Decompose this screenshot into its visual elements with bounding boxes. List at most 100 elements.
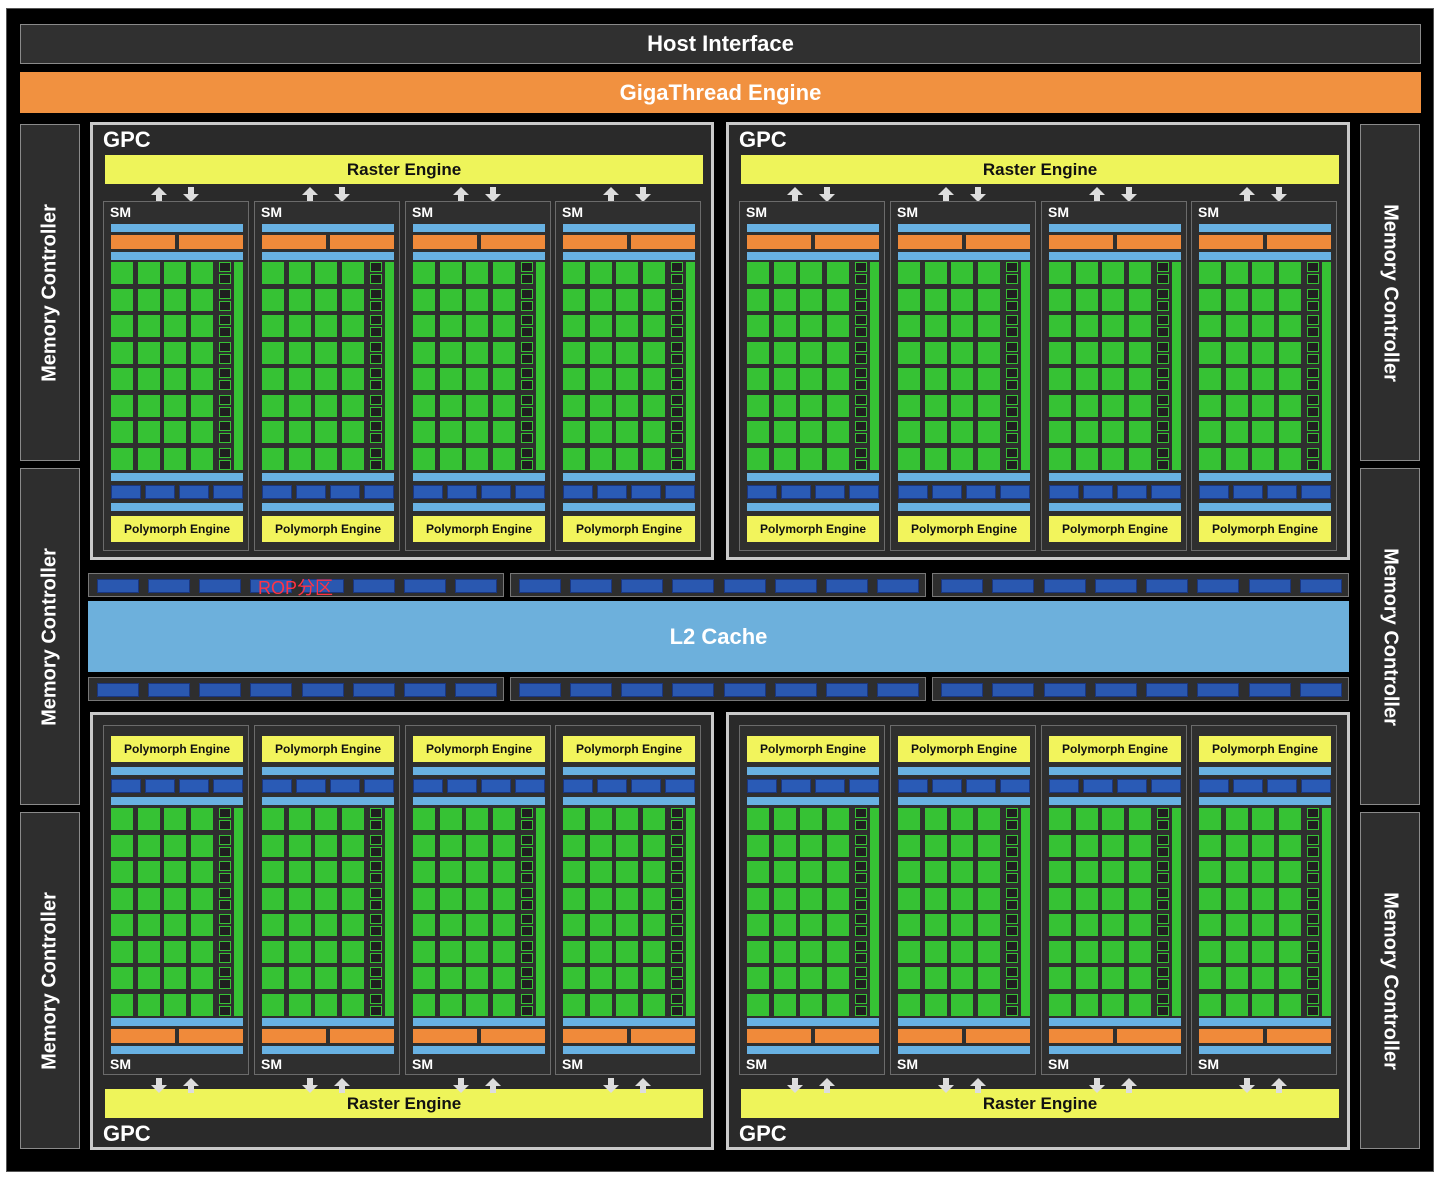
cuda-core	[262, 288, 284, 311]
load-store-unit	[370, 952, 382, 963]
texture-unit-row	[262, 485, 394, 499]
load-store-unit	[370, 380, 382, 390]
polymorph-engine: Polymorph Engine	[747, 736, 879, 762]
cuda-core	[924, 940, 947, 963]
load-store-unit	[521, 421, 533, 431]
cuda-core	[262, 808, 284, 830]
cuda-core	[773, 993, 796, 1016]
cuda-core	[111, 808, 133, 830]
warp-scheduler-row	[413, 1029, 545, 1043]
interconnect-bar	[1049, 797, 1181, 805]
load-store-unit	[671, 820, 683, 830]
cuda-core	[288, 993, 311, 1016]
load-store-unit	[370, 834, 382, 845]
gigathread-engine: GigaThread Engine	[20, 72, 1421, 113]
cuda-core	[800, 967, 822, 989]
cuda-core	[1102, 262, 1124, 284]
load-store-unit	[521, 274, 533, 284]
cuda-core	[164, 861, 186, 883]
cuda-core	[315, 834, 337, 857]
warp-scheduler-row	[1199, 235, 1331, 249]
load-store-unit	[1307, 967, 1319, 977]
cuda-core	[642, 940, 665, 963]
cuda-core	[111, 394, 133, 417]
cuda-core	[1225, 288, 1248, 311]
special-function-unit	[1322, 808, 1331, 1016]
cuda-core	[164, 808, 186, 830]
dispatch-bar	[1049, 252, 1181, 260]
load-store-unit	[370, 447, 382, 458]
memory-controller-right-2: Memory Controller	[1360, 468, 1420, 805]
texture-unit-row	[111, 485, 243, 499]
texture-unit	[966, 779, 996, 793]
warp-scheduler	[1267, 235, 1331, 249]
cuda-core	[977, 861, 1000, 883]
texture-unit-row	[1049, 485, 1181, 499]
load-store-unit	[671, 274, 683, 284]
cuda-core	[924, 315, 947, 337]
cuda-core	[466, 834, 488, 857]
rop-unit	[352, 683, 395, 697]
cuda-core	[413, 315, 435, 337]
cuda-core	[800, 940, 822, 963]
cuda-core	[111, 288, 133, 311]
texture-unit	[849, 485, 879, 499]
cuda-core	[800, 914, 822, 936]
cuda-core	[137, 288, 160, 311]
sm-core-area	[406, 806, 552, 1018]
warp-scheduler	[1117, 1029, 1181, 1043]
load-store-unit	[855, 327, 867, 337]
texture-unit	[1049, 779, 1079, 793]
texture-unit-row	[563, 779, 695, 793]
load-store-unit	[521, 899, 533, 910]
cuda-core	[111, 861, 133, 883]
rop-unit	[672, 683, 715, 697]
load-store-unit	[1006, 1005, 1018, 1016]
rop-partition-top-2	[510, 573, 926, 597]
cuda-core	[413, 940, 435, 963]
load-store-unit	[521, 300, 533, 311]
rop-partition-top-1	[88, 573, 504, 597]
rop-unit	[723, 683, 766, 697]
rop-unit	[825, 683, 868, 697]
cuda-core	[773, 288, 796, 311]
load-store-unit	[521, 873, 533, 883]
load-store-unit	[219, 846, 231, 857]
cuda-core	[1252, 394, 1274, 417]
rop-unit	[148, 683, 191, 697]
load-store-unit	[370, 421, 382, 431]
cuda-core	[1049, 341, 1071, 364]
cuda-core	[341, 967, 364, 989]
cuda-core	[439, 808, 462, 830]
cuda-core	[773, 914, 796, 936]
cuda-core	[642, 315, 665, 337]
cuda-core	[800, 447, 822, 470]
load-store-unit	[1157, 887, 1169, 898]
load-store-unit	[1157, 300, 1169, 311]
rop-unit	[199, 683, 242, 697]
cuda-core	[1199, 315, 1221, 337]
cuda-core	[1128, 967, 1151, 989]
rop-unit	[1197, 579, 1240, 593]
cuda-core	[1225, 368, 1248, 390]
cuda-core	[1075, 447, 1098, 470]
cuda-core	[466, 914, 488, 936]
cuda-core	[492, 914, 515, 936]
cuda-core	[439, 914, 462, 936]
cuda-core	[190, 421, 213, 443]
cuda-core	[137, 887, 160, 910]
rop-unit	[877, 579, 919, 593]
cuda-core	[262, 394, 284, 417]
cuda-core	[262, 914, 284, 936]
cuda-core	[413, 421, 435, 443]
warp-scheduler-row	[1049, 1029, 1181, 1043]
load-store-unit	[1307, 979, 1319, 989]
load-store-unit	[1006, 979, 1018, 989]
load-store-unit	[521, 861, 533, 871]
texture-cache-bar	[563, 767, 695, 775]
load-store-unit	[1006, 952, 1018, 963]
cuda-core	[800, 808, 822, 830]
texture-unit	[1233, 779, 1263, 793]
data-flow-arrows	[783, 1076, 843, 1094]
